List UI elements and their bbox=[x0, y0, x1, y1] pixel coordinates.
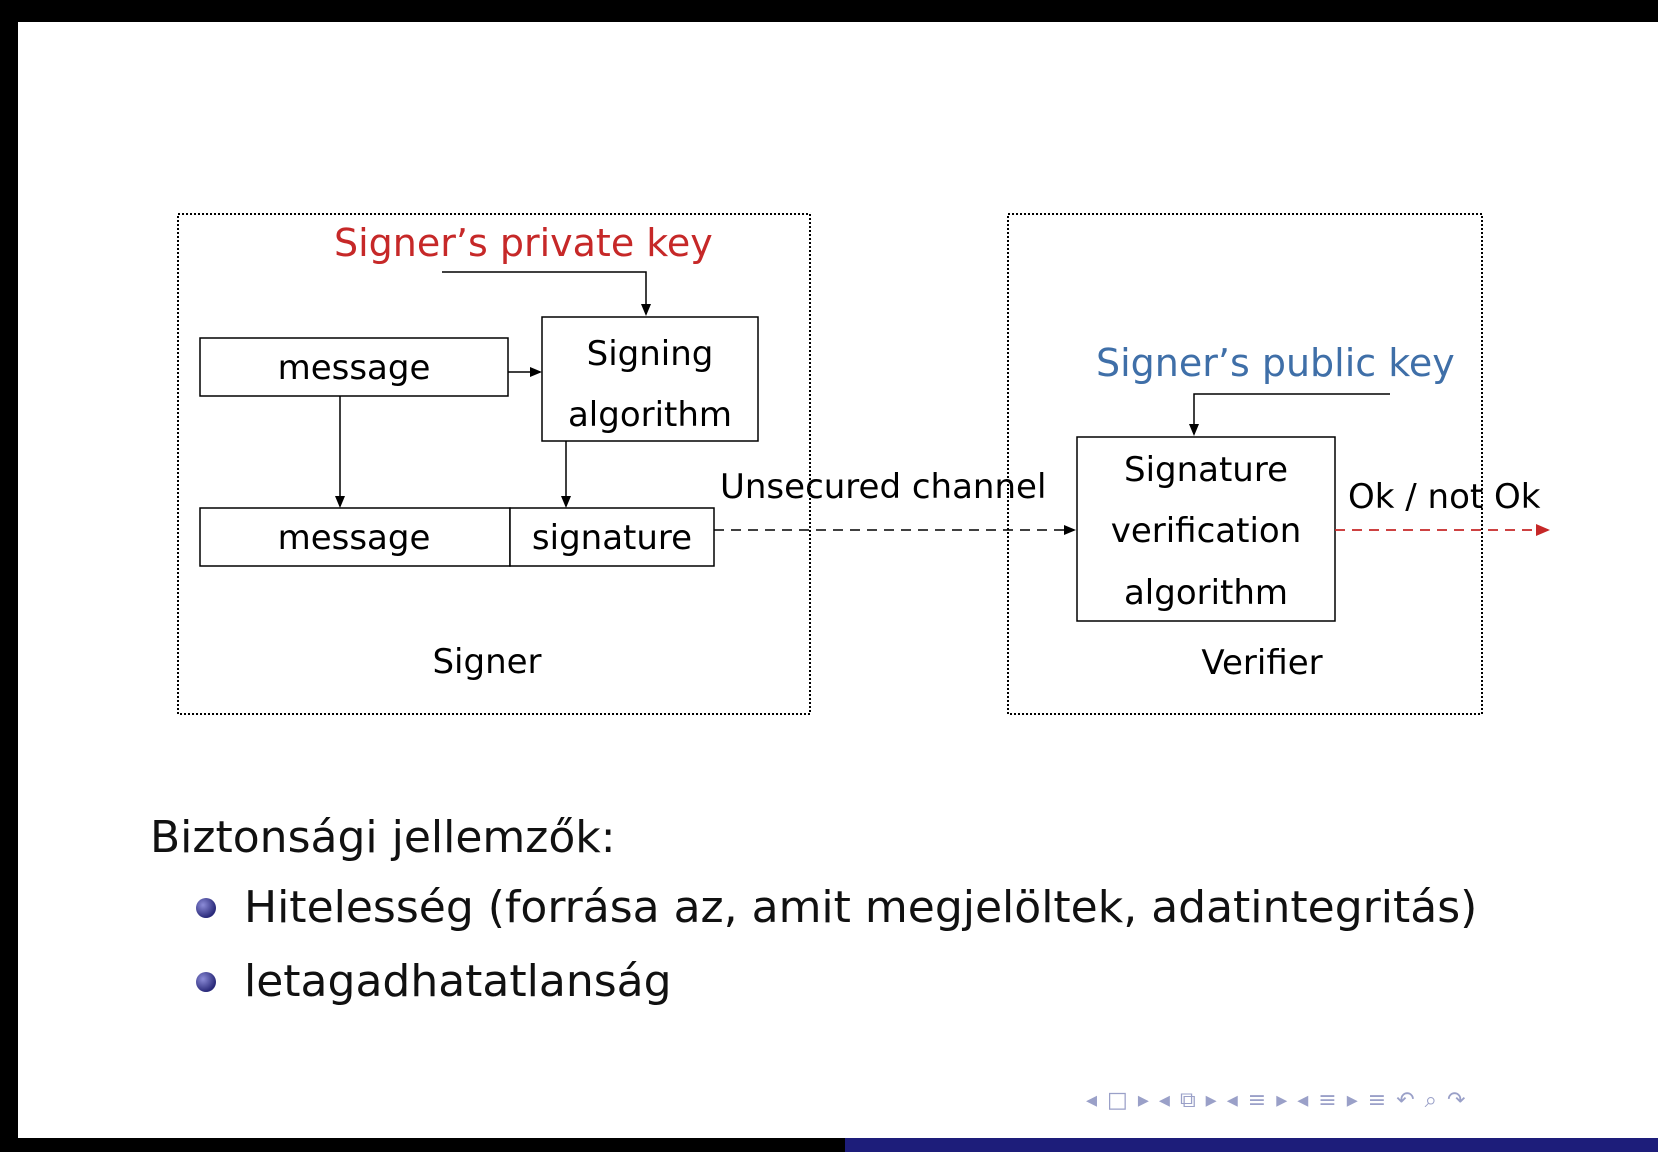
nav-subsection-icon[interactable]: ≡ bbox=[1247, 1088, 1267, 1113]
nav-prev-slide-icon[interactable]: ◂ bbox=[1297, 1088, 1309, 1113]
footer-left-segment bbox=[0, 1138, 845, 1152]
unsecured-channel-label: Unsecured channel bbox=[720, 467, 1046, 507]
signing-algorithm-box bbox=[541, 316, 759, 442]
nav-next-slide-icon[interactable]: ▸ bbox=[1346, 1088, 1358, 1113]
public-key-arrow bbox=[1189, 393, 1390, 436]
digital-signature-diagram: Signer’s private key message Signing alg… bbox=[177, 213, 1550, 715]
bullet-text: Hitelesség (forrása az, amit megjelöltek… bbox=[244, 882, 1478, 933]
footer-right-segment bbox=[845, 1138, 1658, 1152]
message-label-top: message bbox=[278, 348, 431, 388]
bullet-item: Hitelesség (forrása az, amit megjelöltek… bbox=[196, 882, 1477, 933]
signer-label: Signer bbox=[432, 642, 541, 682]
footer-bar bbox=[0, 1138, 1658, 1152]
nav-prev-subsection-icon[interactable]: ◂ bbox=[1226, 1088, 1238, 1113]
nav-slide-icon[interactable]: ≡ bbox=[1318, 1088, 1337, 1113]
signer-frame bbox=[177, 213, 811, 715]
nav-section-icon[interactable]: ⧉ bbox=[1179, 1088, 1196, 1113]
nav-next-section-icon[interactable]: ▸ bbox=[1205, 1088, 1217, 1113]
bullet-icon bbox=[196, 897, 216, 918]
section-heading: Biztonsági jellemzők: bbox=[150, 812, 616, 863]
private-key-label: Signer’s private key bbox=[334, 221, 713, 265]
slide: Signer’s private key message Signing alg… bbox=[18, 22, 1658, 1138]
verify-label-line3: algorithm bbox=[1124, 573, 1288, 613]
search-icon[interactable]: ⌕ bbox=[1424, 1088, 1437, 1113]
private-key-arrow bbox=[442, 271, 651, 316]
verifier-frame bbox=[1007, 213, 1483, 715]
signing-label-line1: Signing bbox=[587, 334, 714, 374]
beamer-navigation-bar: ◂ □ ▸ ◂ ⧉ ▸ ◂ ≡ ▸ ◂ ≡ ▸ ≡ ↶ ⌕ ↷ bbox=[1086, 1088, 1465, 1113]
message-label-bottom: message bbox=[278, 518, 431, 558]
bullet-text: letagadhatatlanság bbox=[244, 956, 672, 1007]
message-box-top bbox=[199, 337, 509, 397]
verifier-label: Verifier bbox=[1201, 643, 1322, 683]
undo-icon[interactable]: ↶ bbox=[1396, 1088, 1415, 1113]
bullet-icon bbox=[196, 971, 216, 992]
bullet-item: letagadhatatlanság bbox=[196, 956, 672, 1007]
nav-align-icon[interactable]: ≡ bbox=[1367, 1088, 1387, 1113]
nav-prev-frame-icon[interactable]: ◂ bbox=[1086, 1088, 1098, 1113]
nav-prev-section-icon[interactable]: ◂ bbox=[1158, 1088, 1170, 1113]
nav-frame-icon[interactable]: □ bbox=[1107, 1088, 1128, 1113]
nav-next-subsection-icon[interactable]: ▸ bbox=[1276, 1088, 1288, 1113]
public-key-label: Signer’s public key bbox=[1096, 341, 1455, 385]
signature-box bbox=[509, 507, 715, 567]
redo-icon[interactable]: ↷ bbox=[1446, 1088, 1466, 1113]
verify-label-line2: verification bbox=[1111, 511, 1302, 551]
signature-label: signature bbox=[532, 518, 692, 558]
verification-algorithm-box bbox=[1076, 436, 1336, 622]
nav-next-frame-icon[interactable]: ▸ bbox=[1137, 1088, 1149, 1113]
signing-label-line2: algorithm bbox=[568, 395, 732, 435]
result-label: Ok / not Ok bbox=[1348, 477, 1541, 517]
verify-label-line1: Signature bbox=[1124, 450, 1288, 490]
